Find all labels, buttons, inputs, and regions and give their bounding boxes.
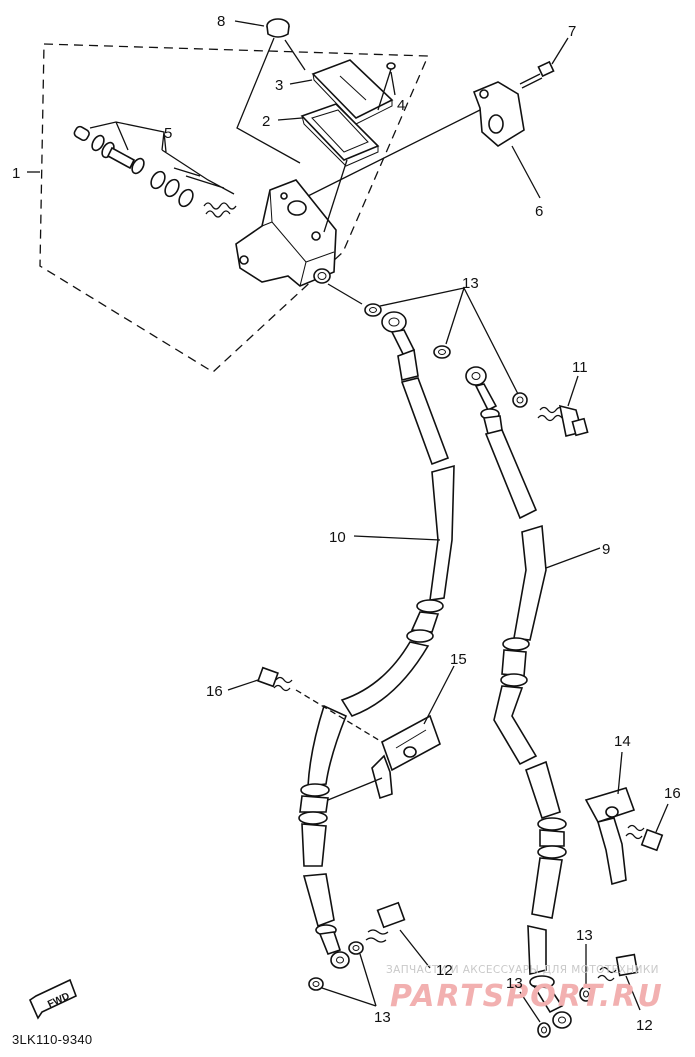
- clamp-to-hose-guide: [327, 777, 383, 801]
- callout-9: 9: [602, 541, 610, 558]
- part-15-clamp: [371, 714, 441, 800]
- leader-13-upper: [379, 287, 519, 395]
- callout-5: 5: [164, 125, 172, 142]
- fwd-arrow-icon: FWD: [28, 978, 78, 1020]
- callout-7: 7: [568, 23, 576, 40]
- diagram-part-code: 3LK110-9340: [12, 1032, 92, 1047]
- master-cylinder-assembly-boundary: [39, 43, 429, 373]
- part-9-brake-hose: [465, 366, 572, 1029]
- callout-3: 3: [275, 77, 283, 94]
- callout-15: 15: [450, 651, 467, 668]
- leader-13-lower-right-b: [519, 991, 541, 1023]
- part-7-bolt: [519, 60, 555, 89]
- callout-8: 8: [217, 13, 225, 30]
- leader-9: [545, 547, 601, 569]
- watermark-site: PARTSPORT.RU: [390, 979, 664, 1014]
- part-6-holder: [472, 81, 525, 147]
- leader-8: [234, 20, 265, 27]
- leader-6: [511, 145, 541, 199]
- callout-14: 14: [614, 733, 631, 750]
- callout-12-right: 12: [636, 1017, 653, 1034]
- body-to-banjo-guide: [327, 283, 363, 305]
- leader-10: [353, 535, 441, 541]
- holder-to-body-guide: [307, 109, 481, 197]
- part-13-washer-lower-right-a: [579, 986, 593, 1002]
- part-8-cap: [266, 18, 290, 38]
- callout-16-left: 16: [206, 683, 223, 700]
- part-8-to-body-b: [284, 39, 306, 71]
- leader-13-lower-left: [321, 953, 377, 1007]
- callout-6: 6: [535, 203, 543, 220]
- diaphragm-to-body-guide: [323, 159, 348, 233]
- callout-4: 4: [397, 97, 405, 114]
- callout-1: 1: [12, 165, 20, 182]
- callout-16-right: 16: [664, 785, 681, 802]
- part-13-washer-upper-right: [512, 392, 528, 408]
- part-2-diaphragm: [300, 103, 380, 167]
- leader-15: [423, 665, 455, 725]
- master-cylinder-body: [235, 179, 337, 287]
- watermark-caption: ЗАПЧАСТИ И АКСЕССУАРЫ ДЛЯ МОТОТЕХНИКИ: [386, 964, 659, 976]
- leader-11: [567, 375, 579, 407]
- part-16-bolt-right: [625, 824, 664, 852]
- part-13-washer-lower-right-b: [537, 1022, 551, 1038]
- part-13-washer-upper-left: [364, 303, 382, 317]
- leader-16-right: [655, 803, 669, 833]
- banjo-fitting-hose-10: [381, 311, 419, 381]
- leader-12-right: [625, 975, 641, 1011]
- leader-4: [390, 71, 396, 96]
- part-16-bolt-left: [257, 666, 293, 692]
- part-4-screw: [377, 62, 396, 111]
- part-5-piston-kit: [73, 125, 237, 218]
- callout-12-left: 12: [436, 962, 453, 979]
- part-12-bolt-right: [597, 953, 639, 982]
- callout-13-lower-right-a: 13: [576, 927, 593, 944]
- leader-7: [551, 37, 569, 65]
- callout-13-upper: 13: [462, 275, 479, 292]
- part-10-brake-hose: [298, 377, 455, 969]
- part-8-to-body: [236, 37, 301, 164]
- part-13-washer-upper-mid: [433, 345, 451, 359]
- part-13-washer-lower-left-a: [348, 941, 364, 955]
- part-13-washer-lower-left-b: [308, 977, 324, 991]
- leader-16-left: [227, 679, 259, 691]
- part-12-bolt-left: [365, 901, 406, 943]
- part-14-bracket: [584, 787, 636, 886]
- bolt-16-to-clamp-guide: [295, 689, 383, 743]
- leader-2: [277, 117, 303, 121]
- callout-11: 11: [572, 359, 588, 376]
- callout-2: 2: [262, 113, 270, 130]
- part-11-bolt: [537, 404, 589, 437]
- callout-13-lower-right-b: 13: [506, 975, 523, 992]
- callout-10: 10: [329, 529, 346, 546]
- callout-13-lower-left: 13: [374, 1009, 391, 1026]
- leader-3: [289, 79, 313, 85]
- leader-14: [617, 751, 623, 795]
- leader-12-left: [399, 929, 431, 969]
- leader-5-bracket: [89, 121, 235, 195]
